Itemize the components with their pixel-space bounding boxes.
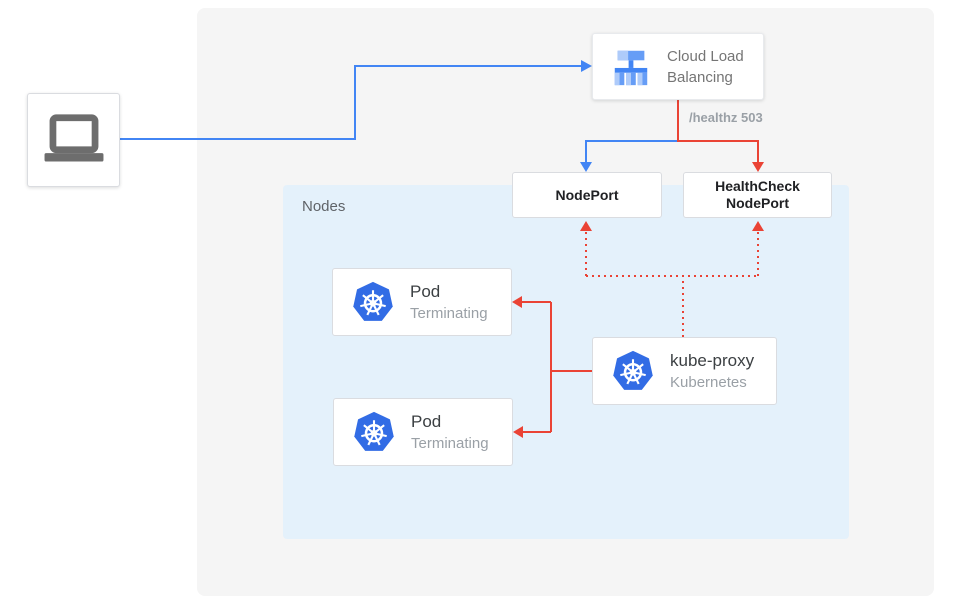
pod-status: Terminating bbox=[410, 305, 488, 322]
client-device bbox=[27, 93, 120, 187]
laptop-icon bbox=[44, 113, 103, 162]
kube-proxy-subtitle: Kubernetes bbox=[670, 374, 747, 391]
nodes-group-label: Nodes bbox=[302, 198, 346, 215]
healthcheck-nodeport-node: HealthCheck NodePort bbox=[683, 172, 832, 218]
pod-status: Terminating bbox=[411, 435, 489, 452]
kubernetes-icon bbox=[353, 281, 393, 321]
kubernetes-icon bbox=[613, 350, 653, 390]
kube-proxy-title: kube-proxy bbox=[670, 351, 755, 370]
nodeport-node: NodePort bbox=[512, 172, 662, 218]
pod-title: Pod bbox=[411, 412, 442, 431]
cloud-load-balancing-node: Cloud Load Balancing bbox=[592, 33, 764, 100]
healthz-route-label: /healthz 503 bbox=[689, 110, 763, 125]
cloud-load-balancing-label: Cloud Load Balancing bbox=[667, 47, 744, 86]
nodeport-label: NodePort bbox=[555, 186, 619, 203]
pod-node-1: Pod Terminating bbox=[332, 268, 512, 336]
cloud-load-balancing-icon bbox=[614, 50, 648, 85]
pod-title: Pod bbox=[410, 282, 441, 301]
healthcheck-nodeport-label: HealthCheck NodePort bbox=[715, 178, 800, 211]
kubernetes-icon bbox=[354, 411, 394, 451]
pod-node-2: Pod Terminating bbox=[333, 398, 513, 466]
kube-proxy-node: kube-proxy Kubernetes bbox=[592, 337, 777, 405]
